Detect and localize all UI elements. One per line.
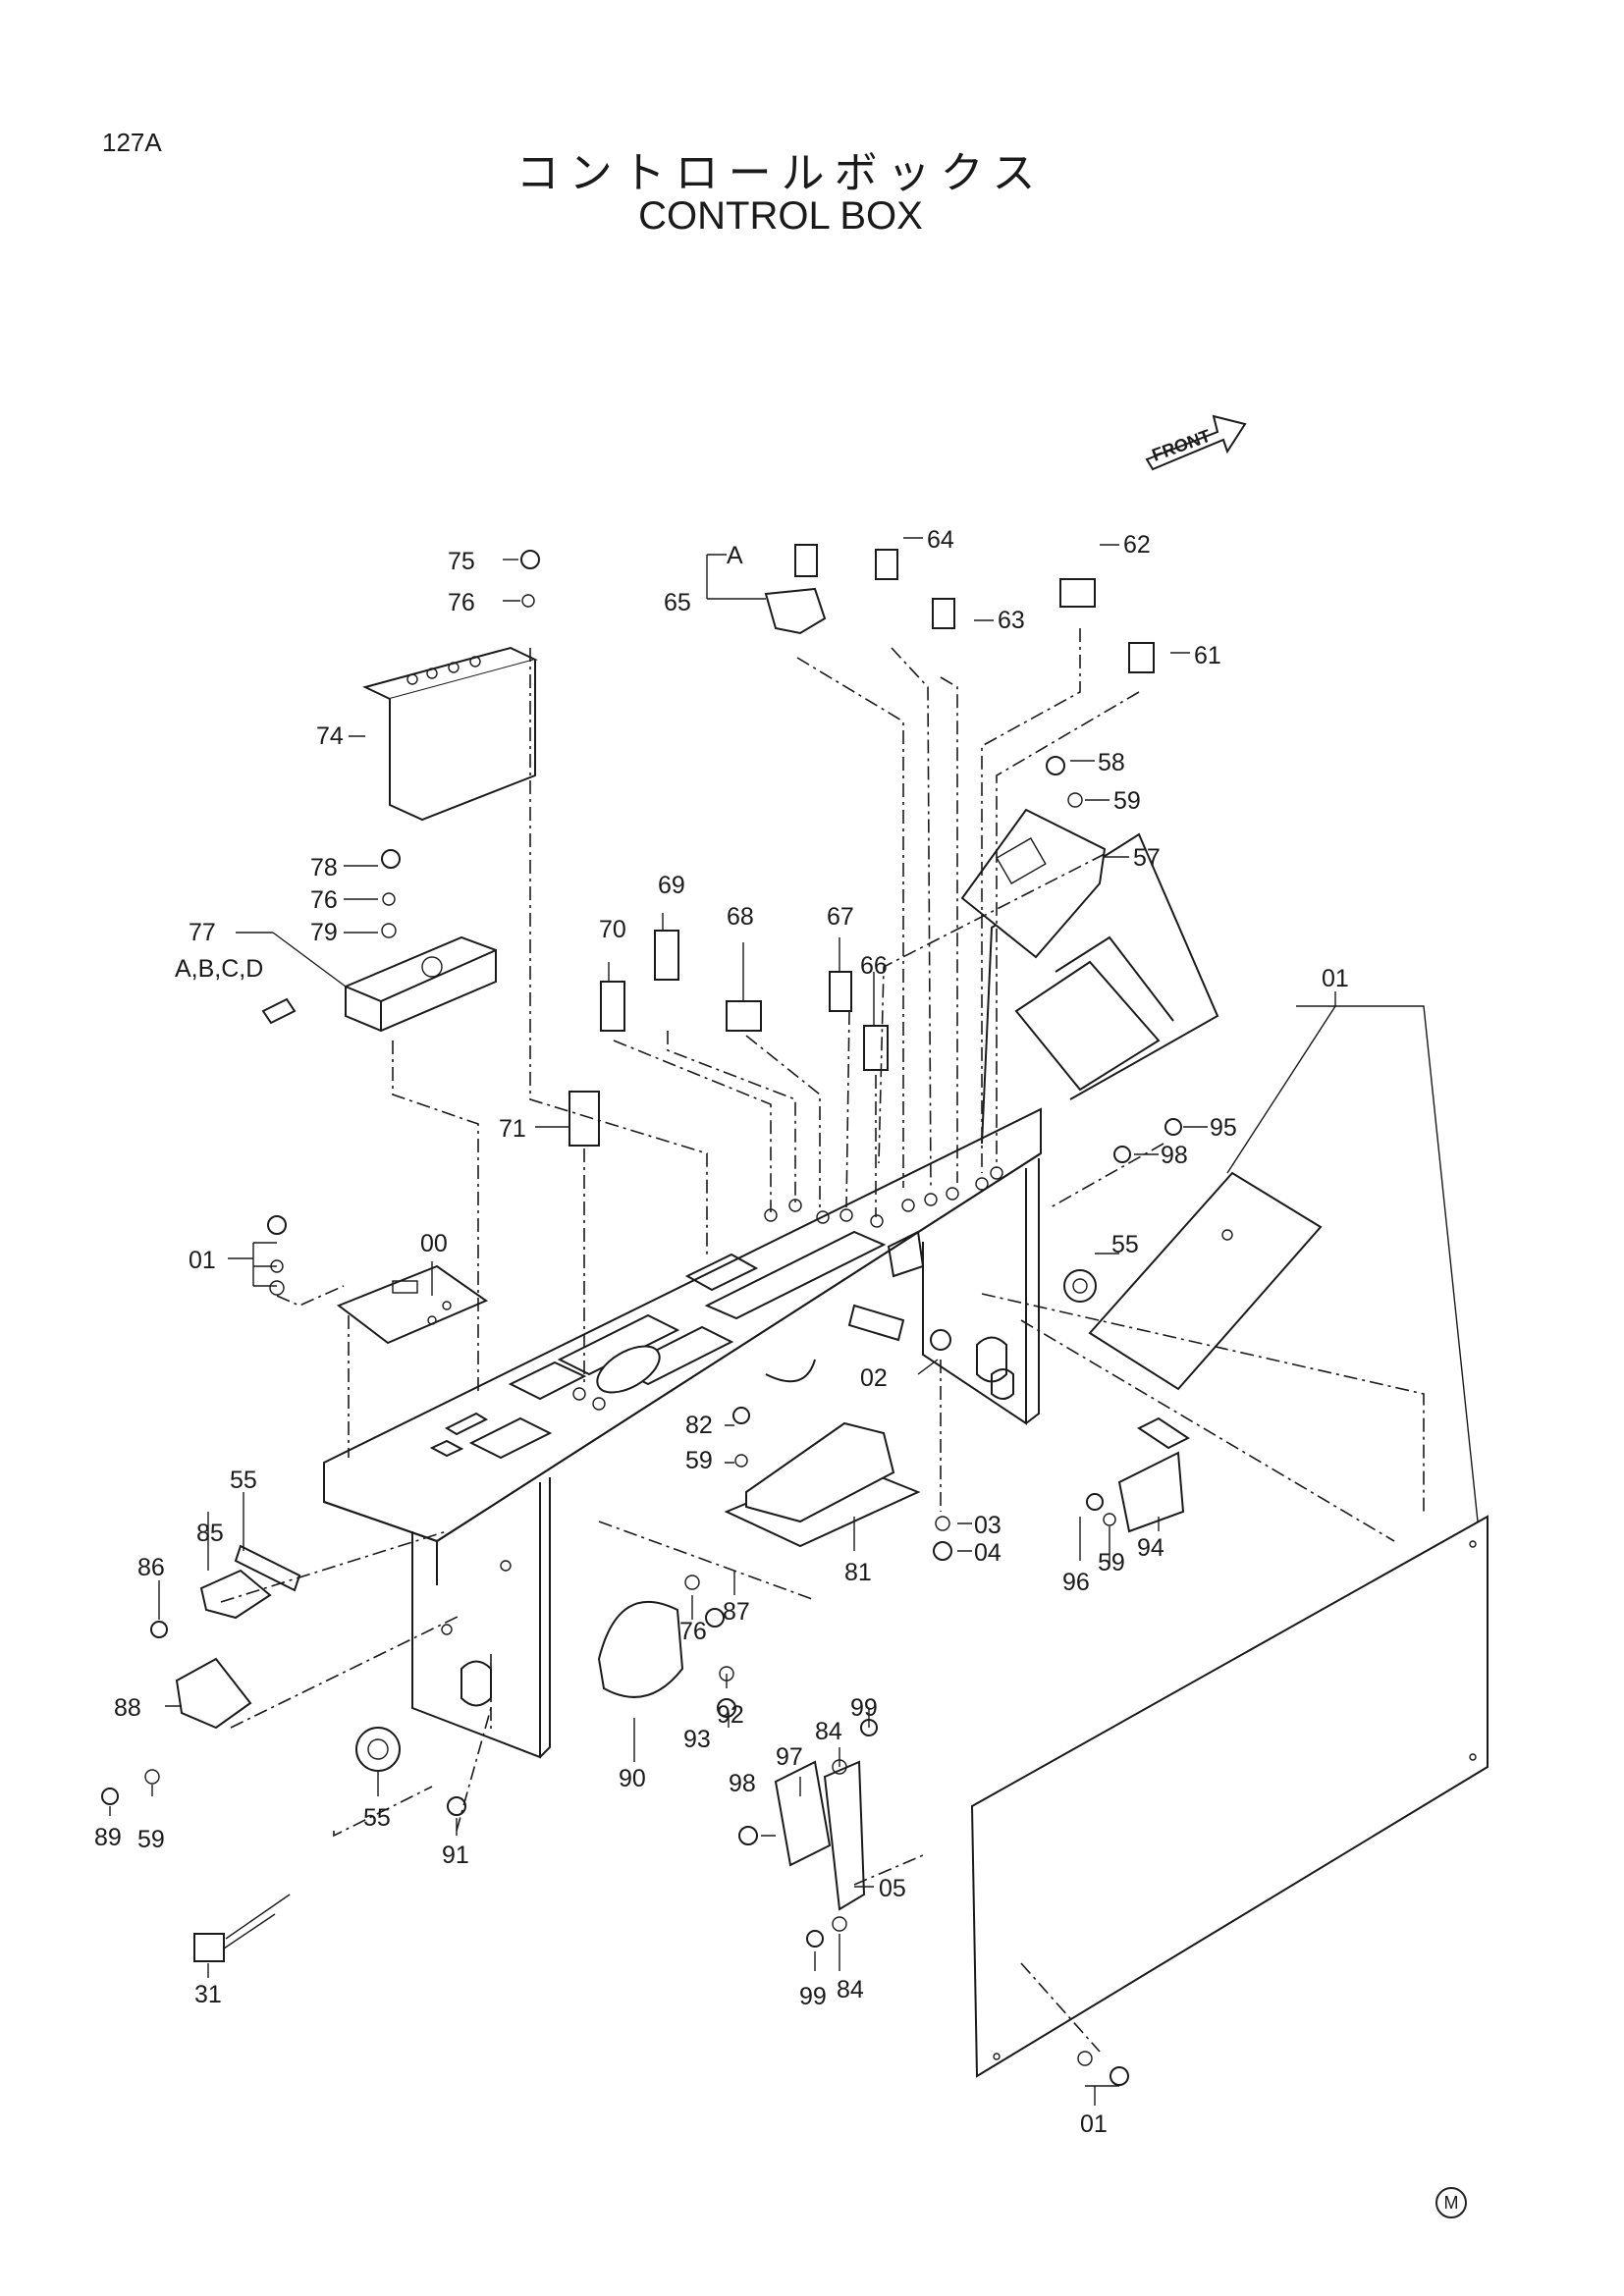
callout-01: 01	[1080, 2110, 1108, 2138]
part-01-bottom-panel	[970, 1515, 1489, 2078]
callout-labels: 75 76 65 A 64 63 62 61 74 58 59 57 78 76…	[94, 526, 1349, 2138]
callout-59: 59	[1113, 787, 1141, 815]
callout-a: A	[727, 542, 743, 569]
part-77-switch-box	[261, 935, 497, 1033]
callout-76: 76	[448, 589, 475, 616]
front-arrow-icon: FRONT	[1145, 414, 1247, 471]
maker-mark: M	[1435, 2187, 1467, 2218]
callout-86: 86	[137, 1554, 165, 1581]
leader-lines	[109, 537, 1479, 2106]
part-01-side-panel	[1088, 1171, 1323, 1391]
callout-59: 59	[1098, 1549, 1125, 1576]
callout-01: 01	[1322, 965, 1349, 992]
callout-64: 64	[927, 526, 954, 554]
callout-88: 88	[114, 1694, 141, 1722]
part-55-washers	[234, 1269, 1097, 1772]
callout-61: 61	[1194, 642, 1221, 669]
callout-78: 78	[310, 854, 338, 881]
callout-67: 67	[827, 903, 854, 931]
callout-91: 91	[442, 1842, 469, 1869]
callout-96: 96	[1062, 1569, 1090, 1596]
callout-01: 01	[189, 1247, 216, 1274]
callout-70: 70	[599, 916, 626, 943]
callout-63: 63	[998, 607, 1025, 634]
front-label: FRONT	[1150, 426, 1214, 465]
callout-03: 03	[974, 1512, 1001, 1539]
callout-82: 82	[685, 1412, 713, 1439]
callout-81: 81	[844, 1559, 872, 1586]
assembly-lines	[220, 628, 1425, 2053]
callout-90: 90	[619, 1765, 646, 1792]
callout-99: 99	[799, 1983, 827, 2010]
part-90-buzzer	[596, 1345, 684, 1698]
callout-59: 59	[685, 1447, 713, 1474]
main-frame	[323, 832, 1219, 1759]
title-english: CONTROL BOX	[638, 194, 923, 238]
callout-58: 58	[1098, 749, 1125, 776]
callout-69: 69	[658, 872, 685, 899]
callout-87: 87	[723, 1598, 750, 1626]
callout-71: 71	[499, 1115, 526, 1143]
callout-55: 55	[363, 1804, 391, 1832]
part-81-relay	[724, 1421, 921, 1548]
callout-93: 93	[683, 1726, 711, 1753]
callout-77: 77	[189, 919, 216, 946]
callout-85: 85	[196, 1520, 224, 1547]
callout-97: 97	[776, 1743, 803, 1771]
callout-55: 55	[230, 1467, 257, 1494]
fasteners	[101, 550, 1182, 2086]
callout-84: 84	[837, 1976, 864, 2003]
callout-98: 98	[1161, 1142, 1188, 1169]
callout-05: 05	[879, 1875, 906, 1902]
part-00-plate	[336, 1264, 489, 1345]
callout-68: 68	[727, 903, 754, 931]
callout-76: 76	[310, 886, 338, 914]
callout-94: 94	[1137, 1534, 1164, 1562]
switches-61-to-71	[568, 544, 1155, 1147]
part-94-bracket	[1117, 1416, 1190, 1533]
callout-89: 89	[94, 1824, 122, 1851]
callout-95: 95	[1210, 1114, 1237, 1142]
part-85-88-relays	[175, 1569, 866, 1962]
part-74-monitor-box	[362, 646, 538, 822]
callout-57: 57	[1133, 844, 1161, 872]
part-57-upper-panel	[960, 808, 1107, 959]
callout-65: 65	[664, 589, 691, 616]
callout-98: 98	[729, 1770, 756, 1797]
callout-00: 00	[420, 1230, 448, 1257]
callout-74: 74	[316, 722, 344, 750]
callout-66: 66	[860, 952, 888, 980]
callout-84: 84	[815, 1718, 842, 1745]
callout-04: 04	[974, 1539, 1001, 1567]
callout-99: 99	[850, 1694, 878, 1722]
title-japanese: コントロールボックス	[515, 148, 1046, 198]
callout-75: 75	[448, 548, 475, 575]
callout-31: 31	[194, 1981, 222, 2008]
callout-79: 79	[310, 919, 338, 946]
callout-92: 92	[717, 1701, 744, 1729]
variant-label: A,B,C,D	[175, 955, 263, 983]
page-code: 127A	[102, 128, 162, 157]
callout-62: 62	[1123, 531, 1151, 559]
callout-76: 76	[679, 1618, 707, 1645]
callout-55: 55	[1111, 1231, 1139, 1258]
callout-59: 59	[137, 1826, 165, 1853]
callout-02: 02	[860, 1364, 888, 1392]
